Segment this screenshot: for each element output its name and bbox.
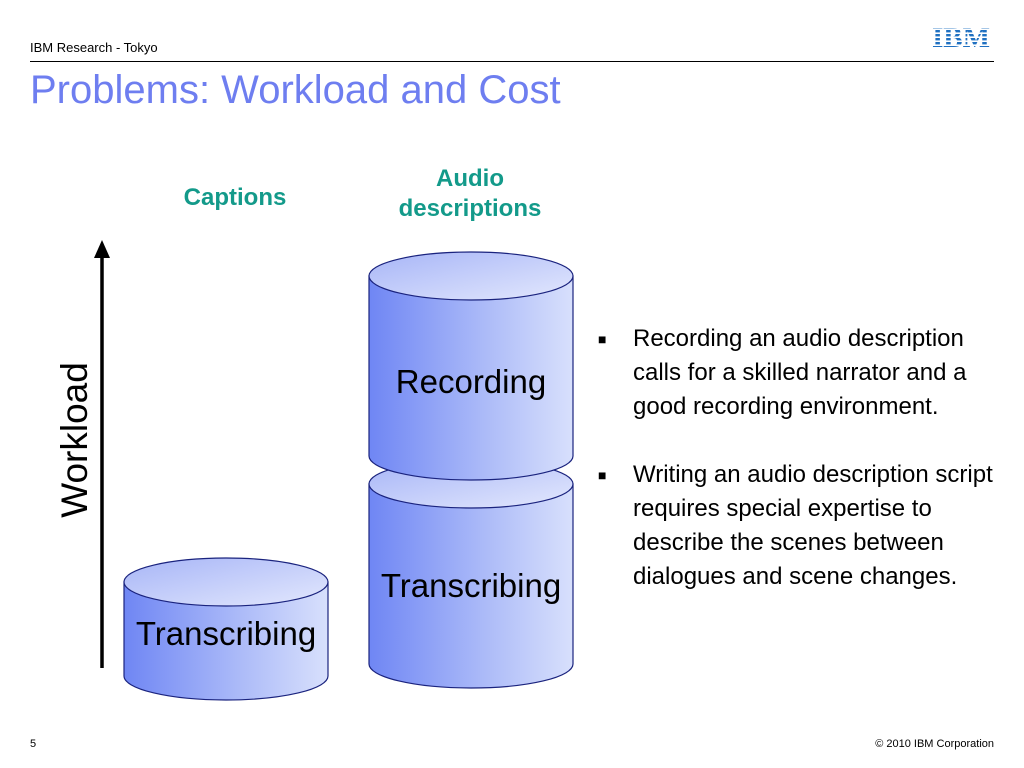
- captions-transcribing-label: Transcribing: [135, 615, 317, 652]
- audio-heading-line1: Audio: [436, 165, 504, 192]
- bullet-item: ■ Writing an audio description script re…: [598, 458, 998, 594]
- bullet-text: Recording an audio description calls for…: [633, 325, 967, 420]
- captions-heading-text: Captions: [183, 184, 287, 211]
- audio-descriptions-heading: Audio descriptions: [370, 164, 570, 224]
- ibm-logo: IBM: [932, 22, 990, 52]
- audio-recording-cylinder: [368, 251, 574, 481]
- square-bullet-icon: ■: [598, 467, 607, 483]
- header-divider: [30, 61, 994, 62]
- bullet-item: ■ Recording an audio description calls f…: [598, 322, 998, 424]
- audio-heading-line2: descriptions: [398, 195, 542, 222]
- audio-transcribing-label: Transcribing: [380, 567, 562, 604]
- bullet-list: ■ Recording an audio description calls f…: [598, 322, 998, 628]
- page-title: Problems: Workload and Cost: [30, 68, 561, 112]
- bullet-text: Writing an audio description script requ…: [633, 461, 993, 590]
- audio-recording-label: Recording: [395, 363, 547, 400]
- captions-transcribing-cylinder: [123, 557, 329, 701]
- header-org: IBM Research - Tokyo: [30, 40, 158, 55]
- captions-heading: Captions: [150, 183, 320, 213]
- square-bullet-icon: ■: [598, 331, 607, 347]
- page-number: 5: [30, 738, 37, 750]
- copyright: © 2010 IBM Corporation: [875, 738, 994, 750]
- logo-text: IBM: [932, 22, 990, 52]
